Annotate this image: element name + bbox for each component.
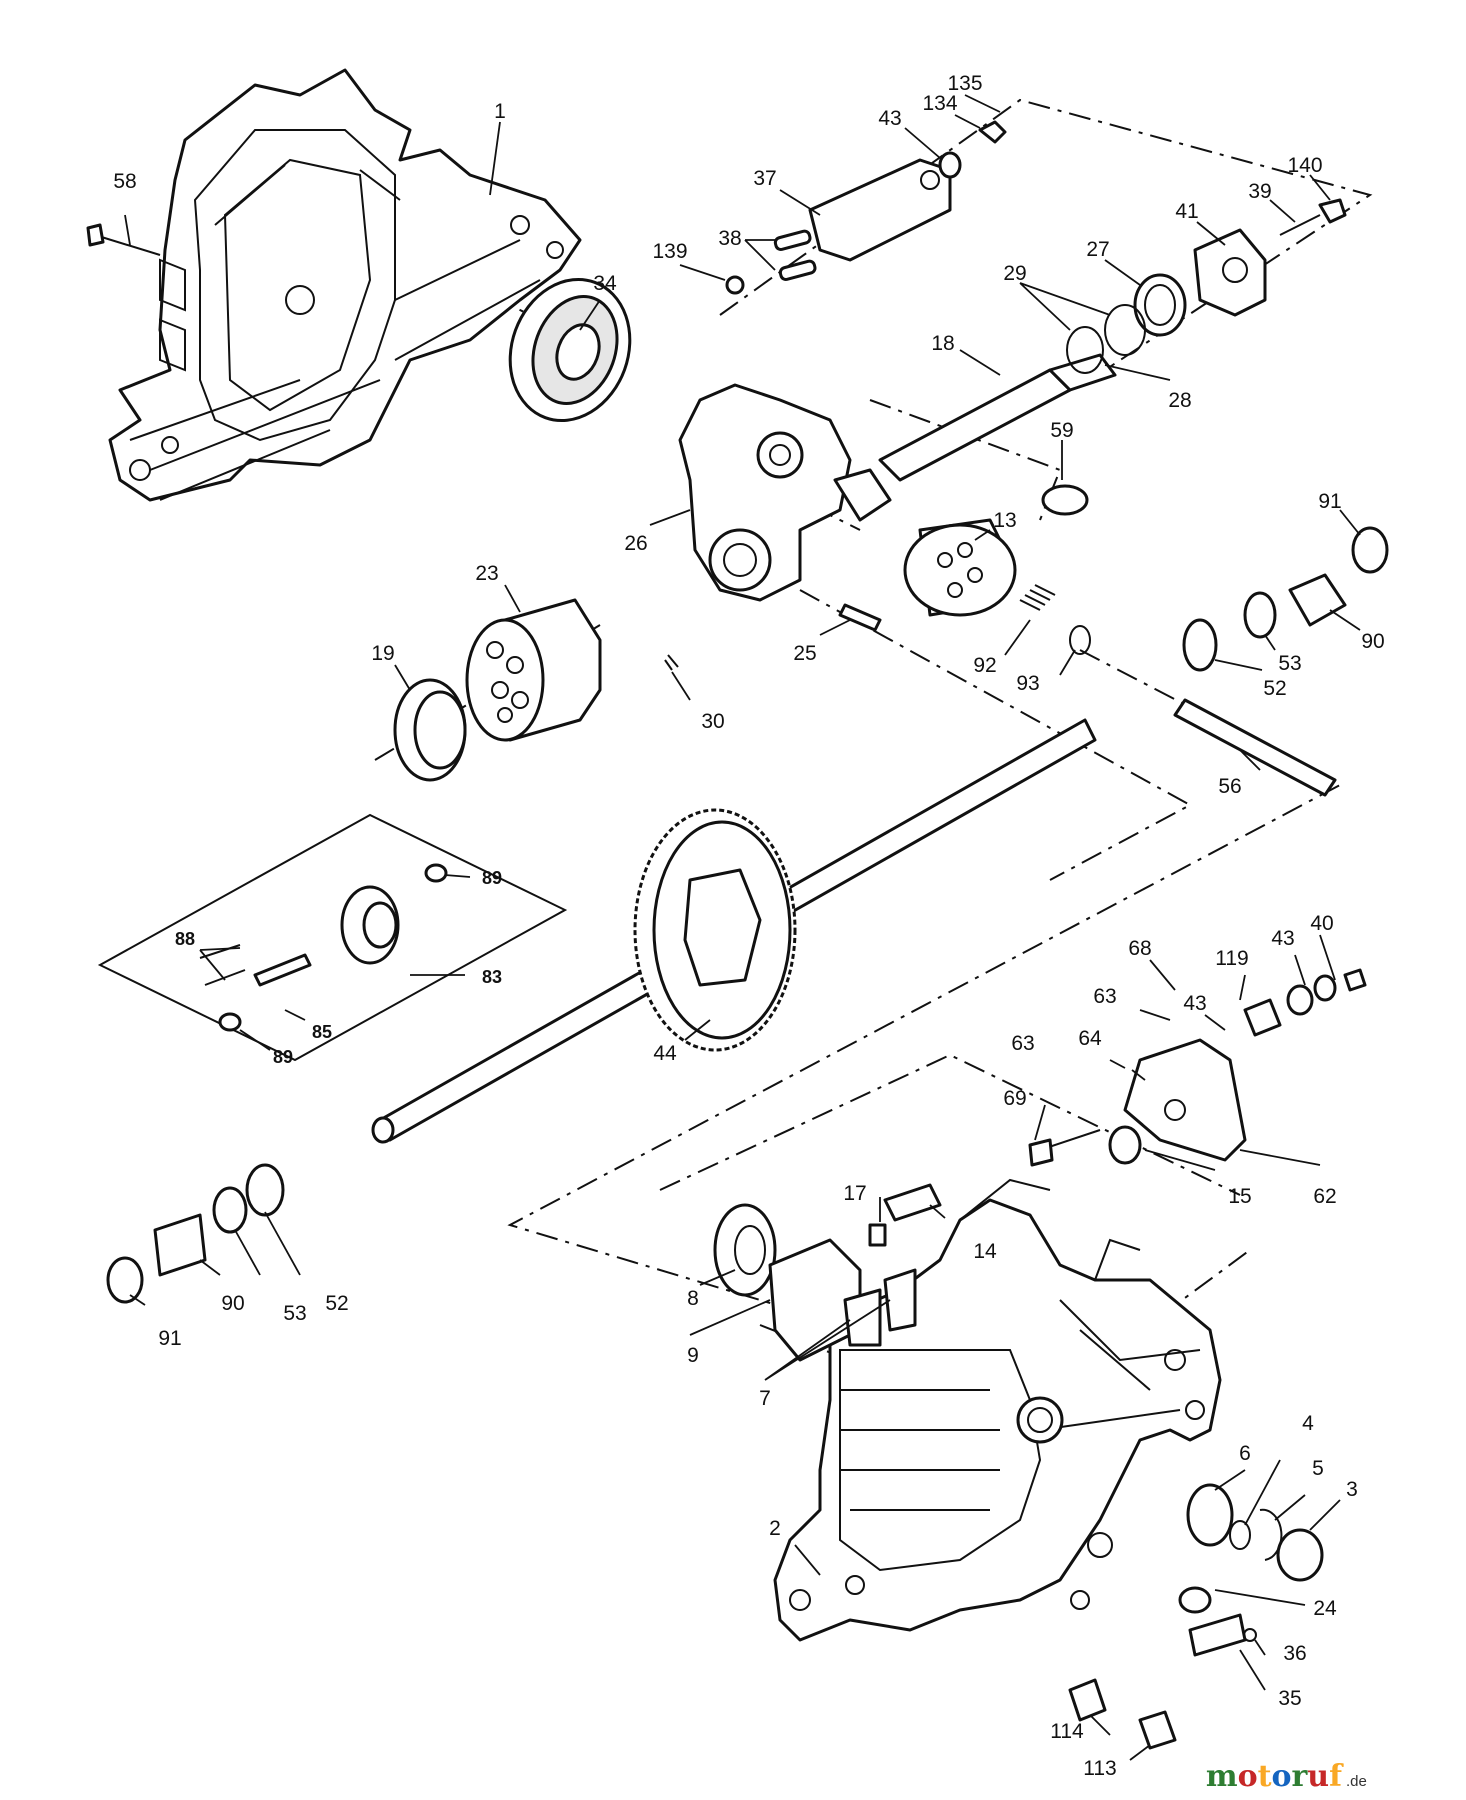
callout-63-bottom: 63: [1011, 1032, 1034, 1055]
callout-43-lower: 43: [1183, 992, 1206, 1015]
callout-135: 135: [947, 72, 982, 95]
shaft-56: [1173, 698, 1337, 797]
callout-91-right: 91: [1318, 490, 1341, 513]
callout-63-top: 63: [1093, 985, 1116, 1008]
callout-64: 64: [1078, 1027, 1102, 1050]
callout-18: 18: [931, 332, 954, 355]
callout-139: 139: [652, 240, 687, 263]
callout-6: 6: [1239, 1442, 1251, 1465]
callout-7: 7: [759, 1387, 771, 1410]
watermark-brand: motoruf: [1206, 1759, 1344, 1794]
callout-38: 38: [718, 227, 741, 250]
callout-3: 3: [1346, 1478, 1358, 1501]
callout-37: 37: [753, 167, 776, 190]
callout-2: 2: [769, 1517, 781, 1540]
center-section-26: [678, 383, 892, 602]
callout-8: 8: [687, 1287, 699, 1310]
callout-90-right: 90: [1361, 630, 1384, 653]
callout-62: 62: [1313, 1185, 1336, 1208]
callout-68: 68: [1128, 937, 1151, 960]
ring-gear-44: [633, 808, 797, 1052]
callout-114: 114: [1050, 1720, 1084, 1743]
callout-69: 69: [1003, 1087, 1026, 1110]
callout-52-right: 52: [1263, 677, 1286, 700]
callout-26: 26: [624, 532, 647, 555]
callout-59: 59: [1050, 419, 1073, 442]
callout-28: 28: [1168, 389, 1191, 412]
callout-53-left: 53: [283, 1302, 306, 1325]
callout-140: 140: [1287, 154, 1322, 177]
callout-113: 113: [1083, 1757, 1116, 1780]
callout-56: 56: [1218, 775, 1241, 798]
callout-25: 25: [793, 642, 816, 665]
callout-88: 88: [175, 929, 195, 949]
callout-40: 40: [1310, 912, 1333, 935]
cylinder-block-23: [465, 598, 602, 742]
small-parts: [86, 120, 1389, 1750]
bearing-19: [393, 678, 467, 782]
inset-subassembly-83: [97, 813, 568, 1062]
callout-5: 5: [1312, 1457, 1324, 1480]
upper-housing-half: [108, 68, 582, 502]
callout-14: 14: [973, 1240, 997, 1263]
callout-17: 17: [843, 1182, 866, 1205]
callout-83: 83: [482, 967, 502, 987]
callout-89-top: 89: [482, 868, 502, 888]
bearing-ring-34: [508, 277, 632, 423]
callout-119: 119: [1215, 947, 1248, 970]
callout-58: 58: [113, 170, 136, 193]
callout-29: 29: [1003, 262, 1026, 285]
callout-23: 23: [475, 562, 498, 585]
lower-housing-half: [773, 1178, 1222, 1642]
callout-43-mid: 43: [1271, 927, 1294, 950]
callout-90-left: 90: [221, 1292, 244, 1315]
callout-91-left: 91: [158, 1327, 181, 1350]
callout-labels: 1 58 34 135 134 43 37 38 139 140 39 41 2…: [113, 72, 1384, 1780]
callout-93: 93: [1016, 672, 1039, 695]
callout-4: 4: [1302, 1412, 1314, 1435]
watermark-logo: motoruf .de: [1206, 1759, 1367, 1794]
callout-35: 35: [1278, 1687, 1301, 1710]
callout-19: 19: [371, 642, 394, 665]
callout-85: 85: [312, 1022, 332, 1042]
callout-41: 41: [1175, 200, 1198, 223]
callout-89-bottom: 89: [273, 1047, 293, 1067]
callout-53-right: 53: [1278, 652, 1301, 675]
callout-1: 1: [494, 100, 506, 123]
callout-44: 44: [653, 1042, 677, 1065]
callout-92: 92: [973, 654, 996, 677]
callout-52-left: 52: [325, 1292, 348, 1315]
callout-134: 134: [922, 92, 957, 115]
watermark-domain: .de: [1346, 1773, 1367, 1790]
leader-lines: [124, 94, 1361, 1761]
callout-43-top: 43: [878, 107, 901, 130]
callout-34: 34: [593, 272, 617, 295]
callout-30: 30: [701, 710, 724, 733]
callout-13: 13: [993, 509, 1016, 532]
callout-27: 27: [1086, 238, 1109, 261]
callout-39: 39: [1248, 180, 1271, 203]
callout-9: 9: [687, 1344, 699, 1367]
callout-24: 24: [1313, 1597, 1337, 1620]
callout-15: 15: [1228, 1185, 1251, 1208]
cylinder-block-13: [903, 518, 1017, 617]
callout-36: 36: [1283, 1642, 1306, 1665]
